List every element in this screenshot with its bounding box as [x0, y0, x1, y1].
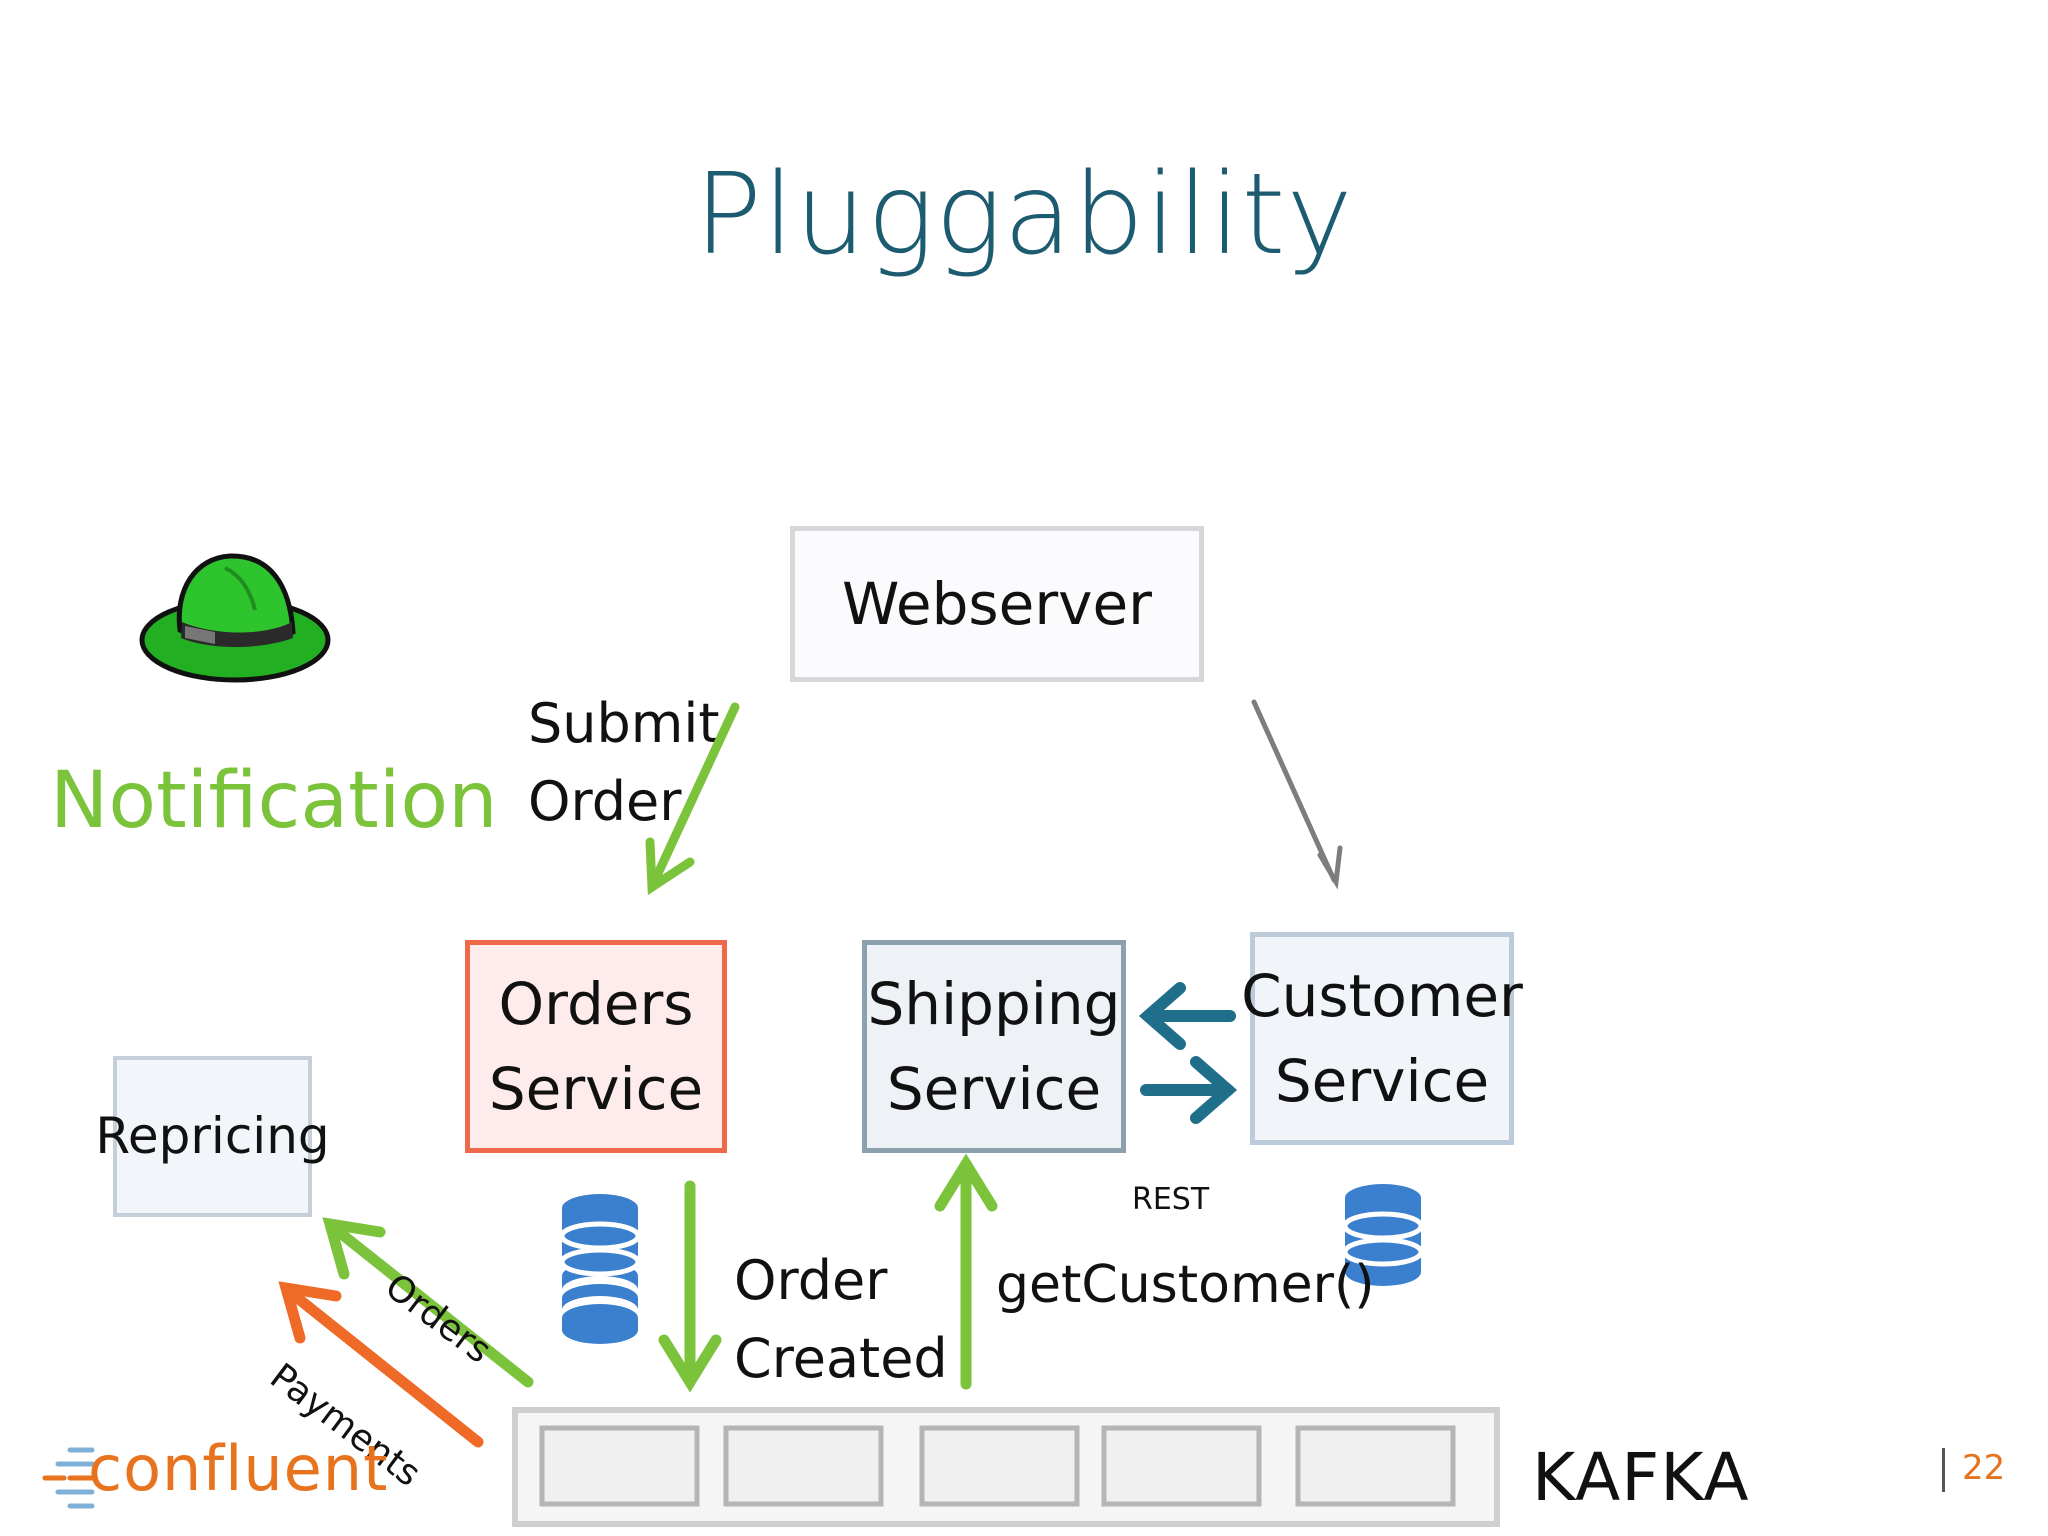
page-number-divider — [1942, 1448, 1945, 1492]
submit-order-arrow — [645, 702, 740, 896]
webserver-box: Webserver — [790, 526, 1204, 682]
orders-service-label-line1: Orders — [498, 970, 694, 1039]
webserver-label: Webserver — [841, 569, 1153, 638]
order-created-arrow — [658, 1180, 722, 1393]
customer-service-label-line1: Customer — [1241, 962, 1523, 1031]
orders-service-box: Orders Service — [465, 940, 727, 1153]
orders-service-label-line2: Service — [488, 1054, 704, 1123]
shipping-to-customer-arrow — [1140, 1056, 1238, 1124]
customer-service-label-line2: Service — [1274, 1046, 1490, 1115]
customer-service-box: Customer Service — [1241, 932, 1523, 1145]
kafka-to-shipping-arrow — [934, 1153, 998, 1390]
shipping-service-box: Shipping Service — [862, 940, 1126, 1153]
webserver-customer-arrow — [1251, 699, 1343, 890]
order-created-label: Order Created — [734, 1249, 948, 1391]
page-title: Pluggability — [694, 150, 1354, 280]
orders-stream-arrow — [322, 1217, 534, 1388]
confluent-logo-icon — [42, 1447, 95, 1509]
shipping-service-label-line2: Service — [886, 1054, 1102, 1123]
payments-stream-arrow — [278, 1281, 484, 1448]
shipping-service-label-line1: Shipping — [867, 970, 1121, 1039]
confluent-logo: confluent — [88, 1432, 388, 1505]
confluent-logo-text: confluent — [88, 1432, 389, 1505]
repricing-box: Repricing — [95, 1056, 330, 1217]
fedora-hat-icon — [139, 553, 331, 683]
notification-label: Notification — [50, 756, 498, 846]
customer-to-shipping-arrow — [1138, 982, 1236, 1050]
database-icon — [1342, 1184, 1424, 1286]
repricing-label: Repricing — [95, 1107, 330, 1166]
get-customer-label: getCustomer() — [996, 1255, 1375, 1315]
kafka-log — [512, 1407, 1500, 1527]
submit-order-label: Submit Order — [528, 692, 720, 834]
database-icon — [559, 1194, 641, 1344]
page-number: 22 — [1962, 1448, 2006, 1488]
rest-label: REST — [1132, 1182, 1210, 1217]
kafka-label: KAFKA — [1532, 1439, 1750, 1516]
